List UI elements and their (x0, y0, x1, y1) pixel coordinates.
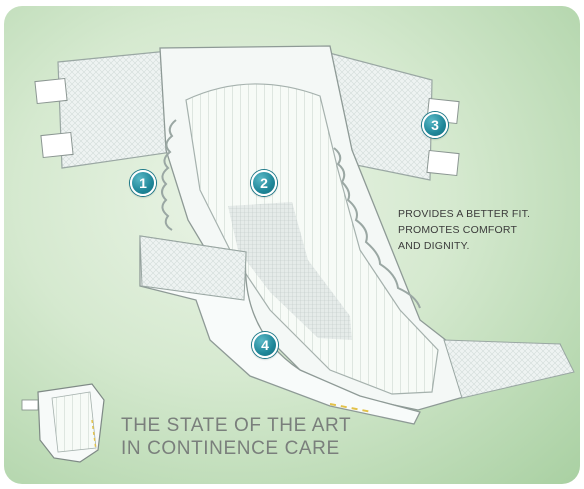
callout-marker-3: 3 (422, 112, 448, 138)
callout-marker-4: 4 (252, 332, 278, 358)
tagline-line-2: PROMOTES COMFORT (398, 224, 518, 236)
leg-cuff-right (333, 147, 421, 309)
front-tab-right (443, 339, 575, 399)
front-tab-left (139, 235, 247, 301)
callout-marker-2: 2 (251, 170, 277, 196)
core-grid-pad (228, 202, 352, 340)
headline-line-2: IN CONTINENCE CARE (121, 438, 340, 459)
diaper-thumbnail (21, 383, 105, 463)
headline: THE STATE OF THE ART IN CONTINENCE CARE (121, 414, 351, 460)
leg-cuff-left (161, 119, 177, 231)
tagline-line-3: AND DIGNITY. (398, 240, 470, 252)
callout-marker-1: 1 (130, 170, 156, 196)
wetness-indicator (329, 403, 373, 413)
benefit-tagline: PROVIDES A BETTER FIT. PROMOTES COMFORT … (398, 206, 558, 254)
absorbent-core (185, 83, 439, 395)
tagline-line-1: PROVIDES A BETTER FIT. (398, 208, 531, 220)
headline-line-1: THE STATE OF THE ART (121, 415, 352, 436)
